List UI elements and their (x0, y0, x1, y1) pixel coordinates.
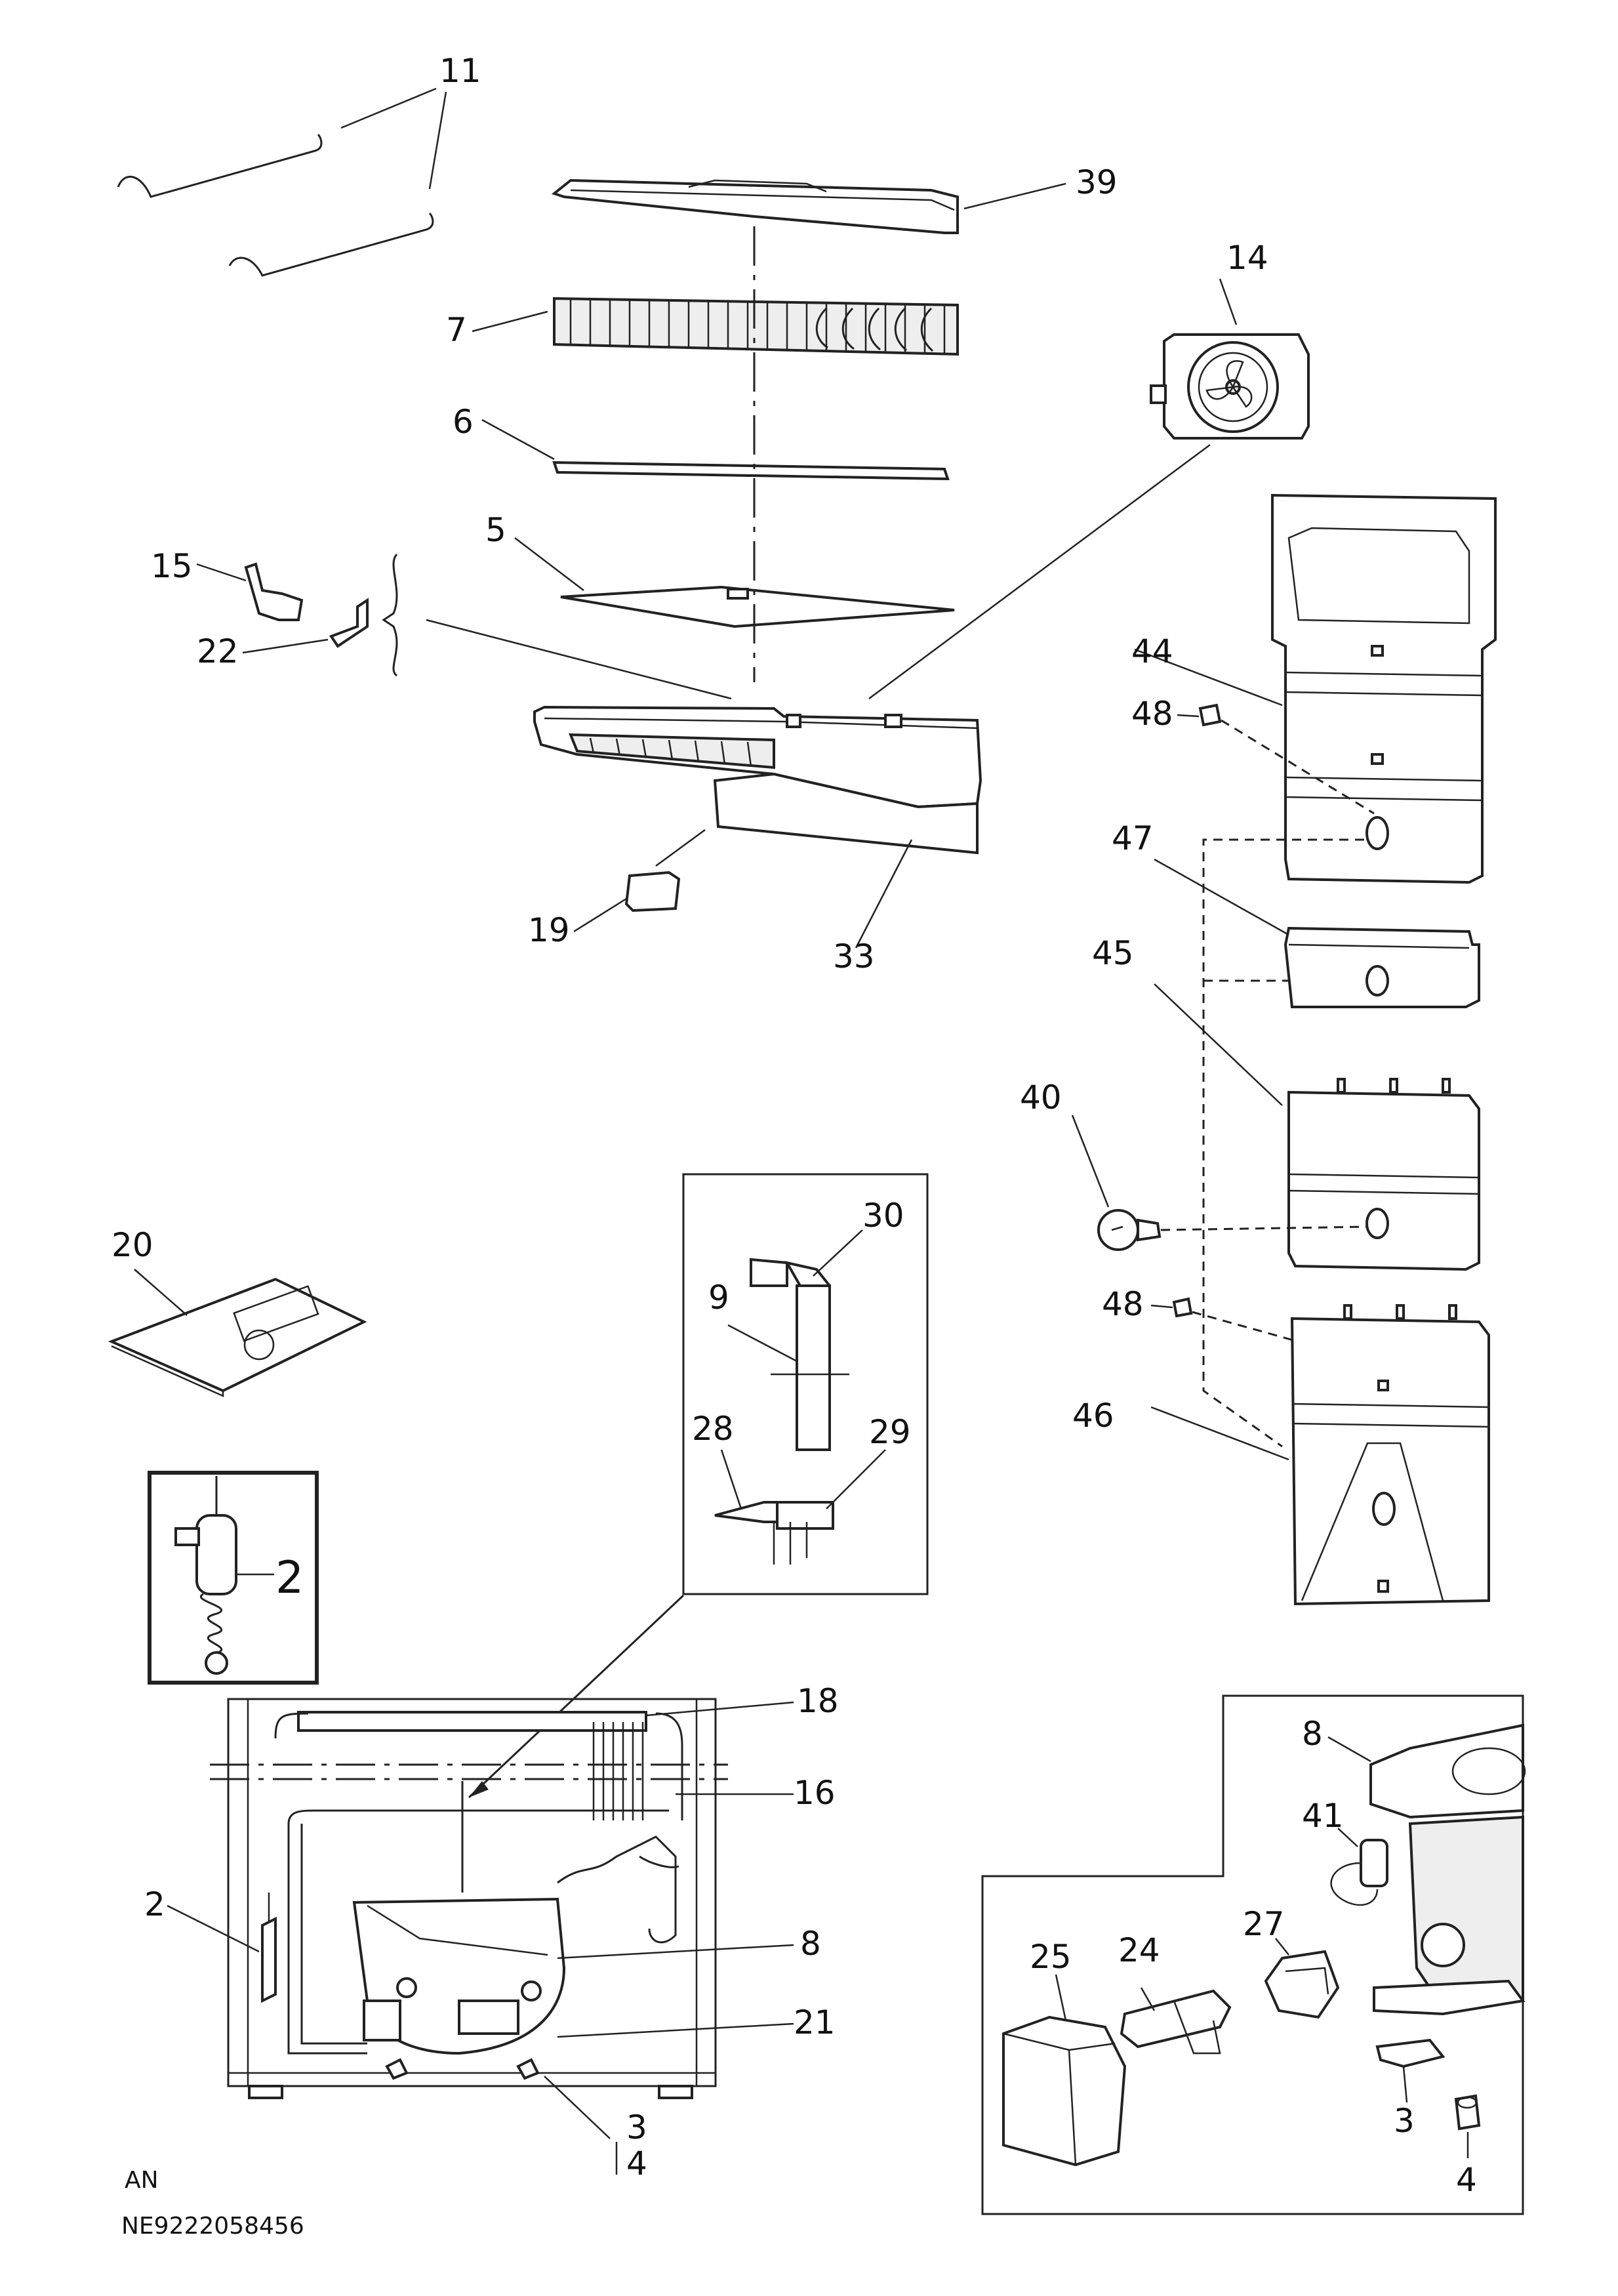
callout-21: 21 (794, 2003, 836, 2041)
callout-22: 22 (197, 632, 239, 670)
part-5-plate (514, 537, 955, 628)
main-cabinet (167, 1698, 794, 2175)
part-6-shelf (481, 419, 950, 481)
leader-19 (655, 829, 706, 867)
callout-20: 20 (111, 1226, 153, 1264)
detail-inset-part-2 (148, 1471, 319, 1685)
part-48-clip-a (1177, 703, 1222, 727)
callout-7: 7 (446, 311, 467, 349)
part-44-panel (1134, 493, 1497, 884)
part-20-manual (108, 1269, 367, 1397)
detail-inset-box (682, 1173, 929, 1595)
callout-27: 27 (1243, 1905, 1285, 1943)
callout-6: 6 (453, 403, 474, 441)
callout-8-a: 8 (800, 1925, 821, 1963)
callout-3-a: 3 (626, 2108, 647, 2146)
callout-11: 11 (439, 52, 481, 90)
callout-41: 41 (1302, 1797, 1344, 1835)
callout-9: 9 (708, 1279, 729, 1317)
brace (382, 553, 398, 677)
callout-30: 30 (862, 1197, 904, 1235)
leader-14 (868, 443, 1211, 700)
callout-2: 2 (144, 1885, 165, 1923)
part-19-block (573, 871, 681, 933)
callout-24: 24 (1118, 1931, 1160, 1969)
part-22-clip (242, 598, 369, 654)
part-45-panel (1154, 983, 1480, 1271)
part-11-wire-rods (117, 87, 447, 277)
callout-2-inset: 2 (275, 1552, 304, 1604)
dash-48a (1221, 719, 1375, 815)
callout-28: 28 (692, 1410, 734, 1448)
callout-25: 25 (1030, 1938, 1072, 1976)
callout-4-a: 4 (626, 2144, 647, 2183)
compressor-inset-box (981, 1694, 1526, 2215)
callout-40: 40 (1020, 1078, 1062, 1117)
part-14-fan (1150, 278, 1310, 440)
callout-15: 15 (151, 547, 193, 585)
callout-47: 47 (1112, 819, 1154, 857)
callout-labels: 11 39 14 7 6 5 15 22 44 48 19 33 47 45 4… (111, 52, 1477, 2199)
callout-33: 33 (833, 937, 875, 975)
callout-14: 14 (1226, 239, 1268, 277)
callout-48-a: 48 (1131, 695, 1173, 733)
callout-19: 19 (528, 911, 570, 949)
callout-29: 29 (869, 1413, 911, 1451)
leader-33 (855, 839, 913, 949)
callout-5: 5 (485, 511, 506, 549)
dash-48b (1192, 1311, 1404, 1372)
callout-39: 39 (1076, 163, 1118, 201)
dash-assembly (1202, 838, 1364, 1448)
dash-40 (1160, 1225, 1368, 1231)
arrow-head (469, 1781, 489, 1797)
footer-code: AN (125, 2167, 159, 2194)
part-15-bracket (196, 562, 304, 621)
callout-46: 46 (1072, 1397, 1114, 1435)
inset-leader-arrow (468, 1594, 685, 1799)
callout-3-b: 3 (1394, 2102, 1415, 2140)
callout-44: 44 (1131, 632, 1173, 670)
evaporator-housing (533, 705, 982, 855)
callout-45: 45 (1092, 934, 1134, 972)
part-47-panel (1154, 858, 1480, 1008)
footer-part-number: NE9222058456 (121, 2213, 304, 2240)
part-40-knob (1071, 1115, 1162, 1251)
callout-48-b: 48 (1102, 1285, 1144, 1323)
part-7-evaporator (472, 297, 959, 356)
part-48-clip-b (1150, 1297, 1193, 1318)
part-39-cover (551, 178, 1066, 234)
callout-18: 18 (797, 1682, 839, 1720)
leader-brace (426, 619, 732, 700)
callout-4-b: 4 (1456, 2161, 1477, 2199)
part-46-panel (1150, 1304, 1490, 1606)
callout-16: 16 (794, 1774, 836, 1812)
callout-8-b: 8 (1302, 1715, 1323, 1753)
